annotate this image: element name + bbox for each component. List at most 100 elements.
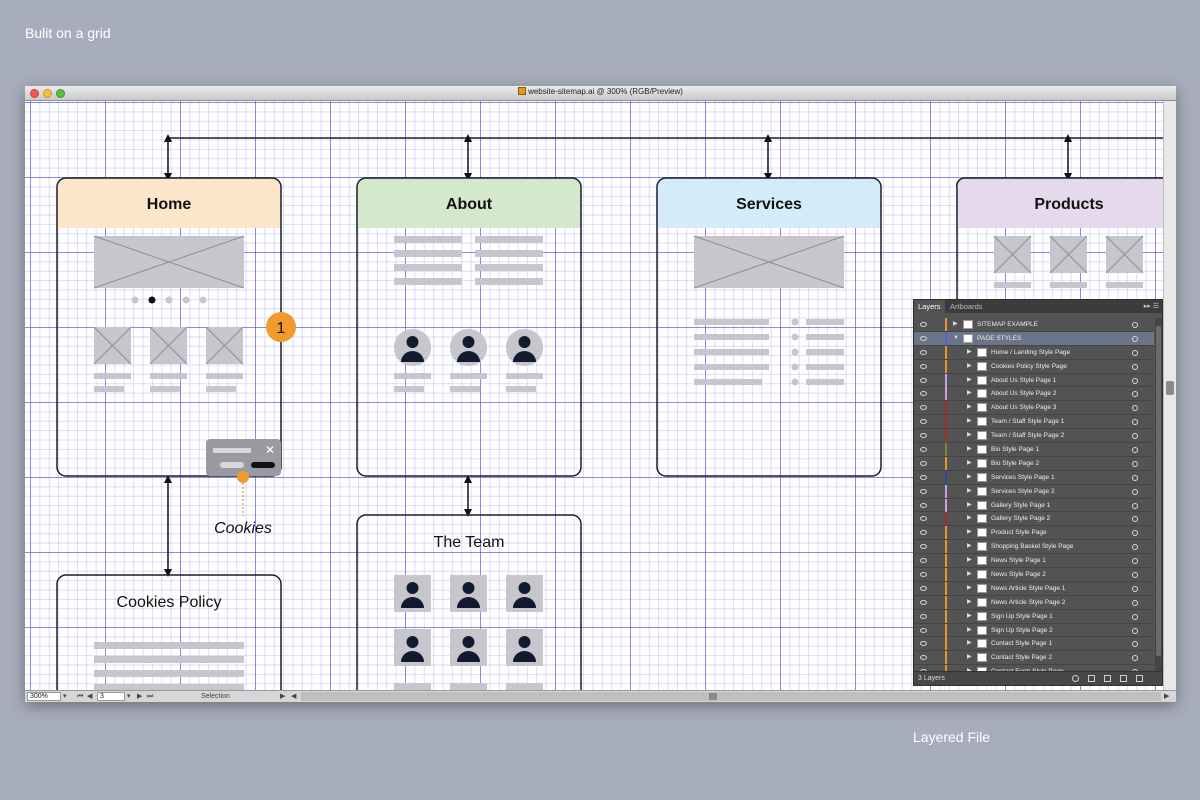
visibility-eye-icon[interactable] <box>920 516 927 522</box>
layer-target-icon[interactable] <box>1132 572 1138 579</box>
expand-triangle-icon[interactable]: ▶ <box>967 598 972 605</box>
visibility-eye-icon[interactable] <box>920 335 927 341</box>
expand-triangle-icon[interactable]: ▶ <box>967 654 972 661</box>
layer-row[interactable]: ▶Gallery Style Page 2 <box>914 512 1154 527</box>
vertical-scrollbar[interactable] <box>1163 101 1176 690</box>
make-clipping-mask-icon[interactable] <box>1088 675 1095 682</box>
layer-target-icon[interactable] <box>1132 488 1138 495</box>
artboard-dropdown-icon[interactable]: ▾ <box>127 693 131 700</box>
layer-row[interactable]: ▶About Us Style Page 1 <box>914 373 1154 388</box>
layer-row[interactable]: ▶Services Style Page 2 <box>914 484 1154 499</box>
visibility-eye-icon[interactable] <box>920 572 927 578</box>
artboard-canvas[interactable]: Home ✕ <box>25 101 1176 690</box>
layer-row[interactable]: ▶News Article Style Page 2 <box>914 595 1154 610</box>
expand-triangle-icon[interactable]: ▶ <box>967 418 972 425</box>
expand-triangle-icon[interactable]: ▶ <box>967 557 972 564</box>
layer-row[interactable]: ▶Contact Style Page 2 <box>914 651 1154 666</box>
layer-row[interactable]: ▶Contact Style Page 1 <box>914 637 1154 652</box>
expand-triangle-icon[interactable]: ▶ <box>967 665 972 673</box>
layer-row[interactable]: ▶News Style Page 2 <box>914 568 1154 582</box>
layer-row[interactable]: ▶Cookies Policy Style Page <box>914 359 1154 374</box>
locate-object-icon[interactable] <box>1072 675 1079 682</box>
layer-row[interactable]: ▼PAGE STYLES <box>914 331 1154 346</box>
visibility-eye-icon[interactable] <box>920 544 927 550</box>
layer-row[interactable]: ▶SITEMAP EXAMPLE <box>914 318 1154 332</box>
create-sublayer-icon[interactable] <box>1104 675 1111 682</box>
expand-triangle-icon[interactable]: ▶ <box>967 487 972 494</box>
expand-triangle-icon[interactable]: ▶ <box>967 404 972 411</box>
layer-target-icon[interactable] <box>1132 391 1138 398</box>
zoom-window-button[interactable] <box>56 89 65 98</box>
layer-row[interactable]: ▶Gallery Style Page 1 <box>914 498 1154 513</box>
expand-triangle-icon[interactable]: ▶ <box>967 362 972 369</box>
layer-row[interactable]: ▶About Us Style Page 3 <box>914 401 1154 416</box>
layer-row[interactable]: ▶Team / Staff Style Page 1 <box>914 415 1154 430</box>
layer-row[interactable]: ▶Home / Landing Style Page <box>914 345 1154 360</box>
visibility-eye-icon[interactable] <box>920 488 927 494</box>
layer-target-icon[interactable] <box>1132 447 1138 454</box>
visibility-eye-icon[interactable] <box>920 585 927 591</box>
visibility-eye-icon[interactable] <box>920 377 927 383</box>
status-menu-icon[interactable]: ▶ <box>280 693 286 700</box>
layers-scroll-thumb[interactable] <box>1156 326 1161 656</box>
visibility-eye-icon[interactable] <box>920 433 927 439</box>
visibility-eye-icon[interactable] <box>920 627 927 633</box>
artboard-number-field[interactable]: 3 <box>97 692 125 701</box>
visibility-eye-icon[interactable] <box>920 502 927 508</box>
layer-row[interactable]: ▶Bio Style Page 1 <box>914 443 1154 457</box>
layer-row[interactable]: ▶Team / Staff Style Page 2 <box>914 429 1154 444</box>
expand-triangle-icon[interactable]: ▶ <box>967 446 972 453</box>
zoom-level-field[interactable]: 300% <box>27 692 61 701</box>
expand-triangle-icon[interactable]: ▶ <box>967 640 972 647</box>
layer-target-icon[interactable] <box>1132 377 1138 384</box>
prev-artboard-icon[interactable]: ◀ <box>87 693 93 700</box>
visibility-eye-icon[interactable] <box>920 391 927 397</box>
create-new-layer-icon[interactable] <box>1120 675 1127 682</box>
layer-target-icon[interactable] <box>1132 516 1138 523</box>
visibility-eye-icon[interactable] <box>920 460 927 466</box>
trash-icon[interactable] <box>1136 675 1143 682</box>
next-artboard-icon[interactable]: ▶ <box>137 693 143 700</box>
visibility-eye-icon[interactable] <box>920 349 927 355</box>
last-artboard-icon[interactable]: ⏭ <box>147 693 154 700</box>
visibility-eye-icon[interactable] <box>920 447 927 453</box>
layer-target-icon[interactable] <box>1132 599 1138 606</box>
expand-triangle-icon[interactable]: ▶ <box>967 571 972 578</box>
expand-triangle-icon[interactable]: ▶ <box>967 529 972 536</box>
layer-target-icon[interactable] <box>1132 419 1138 426</box>
visibility-eye-icon[interactable] <box>920 405 927 411</box>
layer-target-icon[interactable] <box>1132 502 1138 509</box>
expand-triangle-icon[interactable]: ▶ <box>967 376 972 383</box>
visibility-eye-icon[interactable] <box>920 530 927 536</box>
panel-menu-icon[interactable]: ▸▸ ☰ <box>1143 303 1159 310</box>
horizontal-scrollbar[interactable] <box>301 692 1161 701</box>
tab-layers[interactable]: Layers <box>914 300 945 313</box>
layer-target-icon[interactable] <box>1132 433 1138 440</box>
layer-row[interactable]: ▶Sign Up Style Page 2 <box>914 623 1154 638</box>
layer-row[interactable]: ▶Services Style Page 1 <box>914 470 1154 485</box>
expand-triangle-icon[interactable]: ▶ <box>967 543 972 550</box>
layer-row[interactable]: ▶Product Style Page <box>914 526 1154 541</box>
collapse-triangle-icon[interactable]: ▼ <box>953 334 959 341</box>
visibility-eye-icon[interactable] <box>920 419 927 425</box>
layer-target-icon[interactable] <box>1132 460 1138 467</box>
visibility-eye-icon[interactable] <box>920 558 927 564</box>
layer-row[interactable]: ▶Bio Style Page 2 <box>914 456 1154 471</box>
layer-target-icon[interactable] <box>1132 641 1138 648</box>
window-titlebar[interactable]: website-sitemap.ai @ 300% (RGB/Preview) <box>25 86 1176 101</box>
expand-triangle-icon[interactable]: ▶ <box>967 473 972 480</box>
layer-target-icon[interactable] <box>1132 627 1138 634</box>
visibility-eye-icon[interactable] <box>920 322 927 327</box>
layer-target-icon[interactable] <box>1132 363 1138 370</box>
layer-target-icon[interactable] <box>1132 474 1138 481</box>
expand-triangle-icon[interactable]: ▶ <box>967 390 972 397</box>
horizontal-scroll-thumb[interactable] <box>709 693 717 700</box>
expand-triangle-icon[interactable]: ▶ <box>953 321 958 327</box>
expand-triangle-icon[interactable]: ▶ <box>967 501 972 508</box>
first-artboard-icon[interactable]: ⏮ <box>77 693 84 700</box>
expand-triangle-icon[interactable]: ▶ <box>967 584 972 591</box>
layer-target-icon[interactable] <box>1132 322 1138 328</box>
layer-row[interactable]: ▶Sign Up Style Page 1 <box>914 609 1154 624</box>
minimize-window-button[interactable] <box>43 89 52 98</box>
layer-target-icon[interactable] <box>1132 530 1138 537</box>
